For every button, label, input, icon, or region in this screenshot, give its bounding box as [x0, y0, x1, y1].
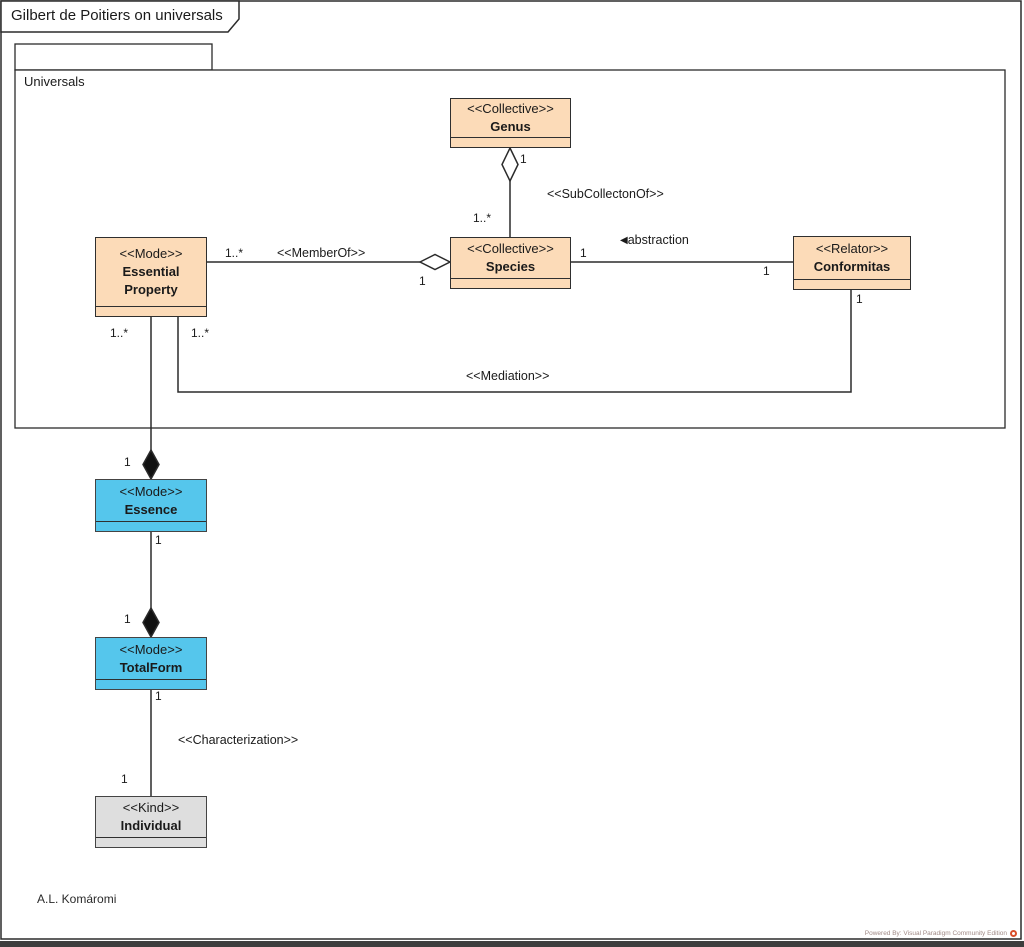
class-species[interactable]: <<Collective>> Species [450, 237, 571, 289]
watermark: Powered By: Visual Paradigm Community Ed… [865, 928, 1017, 939]
class-species-stereotype: <<Collective>> [467, 241, 554, 257]
class-essence-attribute-compartment [96, 521, 206, 531]
class-essence[interactable]: <<Mode>> Essence [95, 479, 207, 532]
class-genus[interactable]: <<Collective>> Genus [450, 98, 571, 148]
class-species-name-compartment: <<Collective>> Species [451, 238, 570, 278]
author-credit: A.L. Komáromi [37, 892, 117, 906]
class-totalform-name-compartment: <<Mode>> TotalForm [96, 638, 206, 679]
class-individual-attribute-compartment [96, 837, 206, 847]
class-genus-attribute-compartment [451, 137, 570, 147]
frame-title-pentagon [0, 0, 240, 33]
class-conformitas-name-compartment: <<Relator>> Conformitas [794, 237, 910, 279]
class-totalform-stereotype: <<Mode>> [119, 641, 183, 657]
aggregation-diamond-genus-icon [501, 146, 519, 183]
class-genus-stereotype: <<Collective>> [467, 101, 554, 117]
class-individual-name: Individual [120, 818, 182, 833]
class-species-name: Species [485, 259, 536, 274]
class-essential-property-name-compartment: <<Mode>> Essential Property [96, 238, 206, 306]
mult-individual-end-characterization: 1 [121, 772, 128, 786]
class-conformitas-name: Conformitas [813, 259, 891, 274]
mult-totalform-end-characterization: 1 [155, 689, 162, 703]
mult-totalform-end-composition: 1 [124, 612, 131, 626]
class-essential-property-name-line2: Property [124, 281, 178, 297]
bottom-window-edge [0, 941, 1024, 947]
label-memberof: <<MemberOf>> [277, 246, 366, 260]
class-essence-name: Essence [124, 501, 178, 517]
mult-species-end-subcollectonof: 1..* [473, 211, 492, 225]
label-mediation: <<Mediation>> [466, 369, 550, 383]
class-species-attribute-compartment [451, 278, 570, 288]
class-totalform-name: TotalForm [119, 659, 183, 675]
abstraction-direction-arrow-icon: ◀ [620, 235, 628, 246]
class-genus-name: Genus [490, 119, 531, 134]
label-characterization: <<Characterization>> [178, 733, 299, 747]
class-essential-property[interactable]: <<Mode>> Essential Property [95, 237, 207, 317]
mult-species-end-memberof: 1 [419, 274, 426, 288]
mediation-line [177, 290, 852, 393]
class-individual-stereotype: <<Kind>> [122, 800, 180, 816]
watermark-text: Powered By: Visual Paradigm Community Ed… [864, 930, 1007, 937]
class-conformitas-stereotype: <<Relator>> [815, 241, 889, 257]
class-totalform-attribute-compartment [96, 679, 206, 689]
class-essential-property-attribute-compartment [96, 306, 206, 316]
package-tab[interactable] [14, 43, 213, 71]
class-individual-name-compartment: <<Kind>> Individual [96, 797, 206, 837]
label-subcollectonof: <<SubCollectonOf>> [547, 187, 664, 201]
class-genus-name-compartment: <<Collective>> Genus [451, 99, 570, 137]
mult-ep-end-mediation: 1..* [191, 326, 210, 340]
mult-conformitas-end-mediation: 1 [856, 292, 863, 306]
class-essence-name-compartment: <<Mode>> Essence [96, 480, 206, 521]
mult-conformitas-end-abstraction: 1 [763, 264, 770, 278]
class-conformitas-attribute-compartment [794, 279, 910, 289]
class-essential-property-stereotype: <<Mode>> [119, 246, 183, 262]
mult-ep-end-essence: 1..* [110, 326, 129, 340]
class-essential-property-name-line1: Essential [122, 264, 180, 280]
mult-essence-end-totalform: 1 [155, 533, 162, 547]
package-name-label: Universals [24, 74, 85, 89]
class-essence-stereotype: <<Mode>> [119, 483, 183, 499]
class-individual[interactable]: <<Kind>> Individual [95, 796, 207, 848]
composition-diamond-totalform-icon [142, 606, 160, 639]
abstraction-label-text: abstraction [627, 233, 689, 247]
composition-diamond-essence-icon [142, 448, 160, 481]
mult-essence-end-composition: 1 [124, 455, 131, 469]
visual-paradigm-logo-icon [1010, 930, 1017, 937]
mult-species-end-abstraction: 1 [580, 246, 587, 260]
diagram-title: Gilbert de Poitiers on universals [11, 7, 223, 24]
mult-ep-end-memberof: 1..* [225, 246, 244, 260]
label-abstraction: ◀abstraction [620, 233, 689, 248]
class-totalform[interactable]: <<Mode>> TotalForm [95, 637, 207, 690]
mult-genus-end: 1 [520, 152, 527, 166]
class-conformitas[interactable]: <<Relator>> Conformitas [793, 236, 911, 290]
